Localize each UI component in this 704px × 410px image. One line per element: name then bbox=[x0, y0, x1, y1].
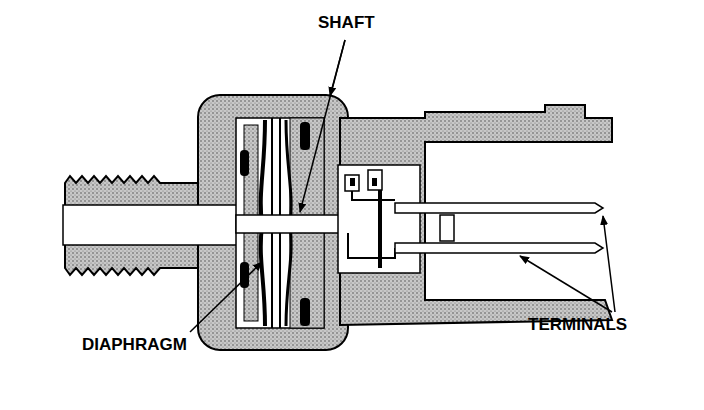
part-label: DIAPHRAGM bbox=[82, 336, 187, 355]
part-label: SHAFT bbox=[318, 14, 375, 33]
part-label: TERMINALS bbox=[528, 316, 627, 335]
